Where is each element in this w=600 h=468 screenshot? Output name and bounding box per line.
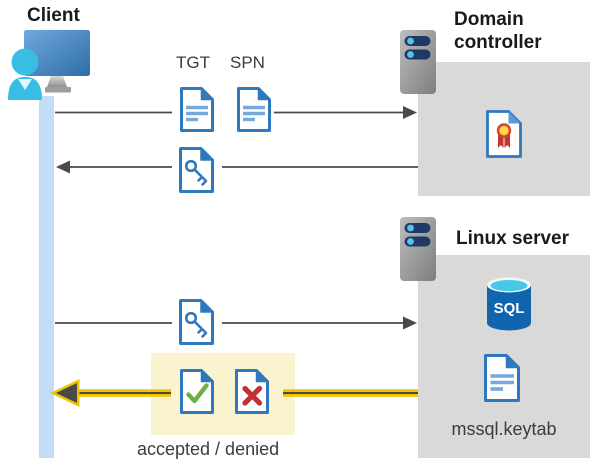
certificate-icon [486, 110, 522, 158]
tgt-document-icon [180, 87, 214, 132]
domain-controller-label: Domain controller [454, 9, 542, 53]
ticket-key-document-icon [179, 299, 214, 345]
arrow-linux-to-client-highlighted [50, 379, 418, 407]
spn-label: SPN [230, 53, 265, 72]
client-lifeline [39, 96, 54, 458]
server-icon [400, 30, 436, 94]
denied-document-icon [235, 369, 269, 414]
accepted-denied-highlight [151, 353, 295, 435]
arrow-dc-to-client [56, 160, 418, 174]
user-workstation-icon [8, 30, 90, 100]
arrow-client-to-dc [55, 106, 417, 119]
keytab-file-icon [484, 354, 520, 402]
keytab-filename-label: mssql.keytab [451, 419, 557, 439]
ticket-key-document-icon [179, 147, 214, 193]
client-label: Client [27, 5, 80, 26]
accepted-denied-label: accepted / denied [137, 439, 280, 459]
sql-label: SQL [494, 300, 525, 317]
accepted-document-icon [180, 369, 214, 414]
tgt-label: TGT [176, 53, 210, 72]
spn-document-icon [237, 87, 271, 132]
server-icon [400, 217, 436, 281]
arrow-client-to-linux [55, 316, 417, 330]
linux-server-label: Linux server [456, 228, 569, 249]
sql-database-icon: SQL [487, 277, 531, 331]
